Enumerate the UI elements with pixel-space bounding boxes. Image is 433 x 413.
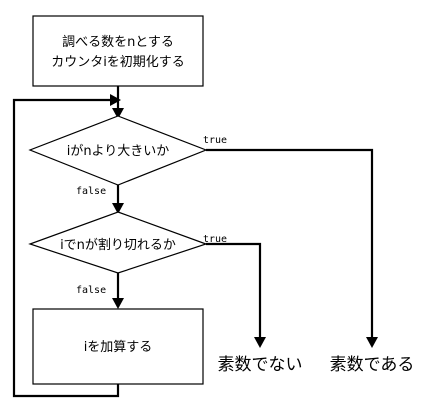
arrowhead-down-icon <box>112 108 124 119</box>
arrowhead-right-icon <box>110 94 121 106</box>
decision-divisible-label: iでnが割り切れるか <box>60 237 176 253</box>
decision-greater: iがnより大きいか <box>28 115 208 186</box>
increment-box <box>32 308 204 385</box>
arrow-divisible-true <box>206 242 262 340</box>
decision-divisible-diamond <box>28 211 208 274</box>
decision-greater-diamond <box>28 115 208 186</box>
greater-false-label: false <box>76 186 106 197</box>
greater-true-label: true <box>203 135 227 146</box>
init-label-line1: 調べる数をnとする <box>62 35 174 50</box>
loop-back-line <box>12 98 120 398</box>
divisible-true-label: true <box>203 234 227 245</box>
decision-greater-label: iがnより大きいか <box>67 144 170 159</box>
arrowhead-down-icon <box>112 203 124 214</box>
arrowheads <box>110 94 378 348</box>
arrowhead-down-icon <box>366 337 378 348</box>
init-process: 調べる数をnとする カウンタiを初期化する <box>32 15 204 87</box>
connectors <box>12 86 374 398</box>
terminals: 素数でない 素数である <box>218 355 415 375</box>
not-prime-result: 素数でない <box>218 355 303 375</box>
divisible-false-label: false <box>76 285 106 296</box>
init-label-line2: カウンタiを初期化する <box>51 55 185 70</box>
arrowhead-down-icon <box>112 298 124 309</box>
prime-result: 素数である <box>330 355 415 375</box>
arrowhead-down-icon <box>254 337 266 348</box>
increment-label: iを加算する <box>84 340 153 355</box>
init-box <box>32 15 204 87</box>
arrow-greater-true <box>206 148 374 340</box>
increment-process: iを加算する <box>32 308 204 385</box>
decision-divisible: iでnが割り切れるか <box>28 211 208 274</box>
edge-labels: true false true false <box>76 135 227 296</box>
